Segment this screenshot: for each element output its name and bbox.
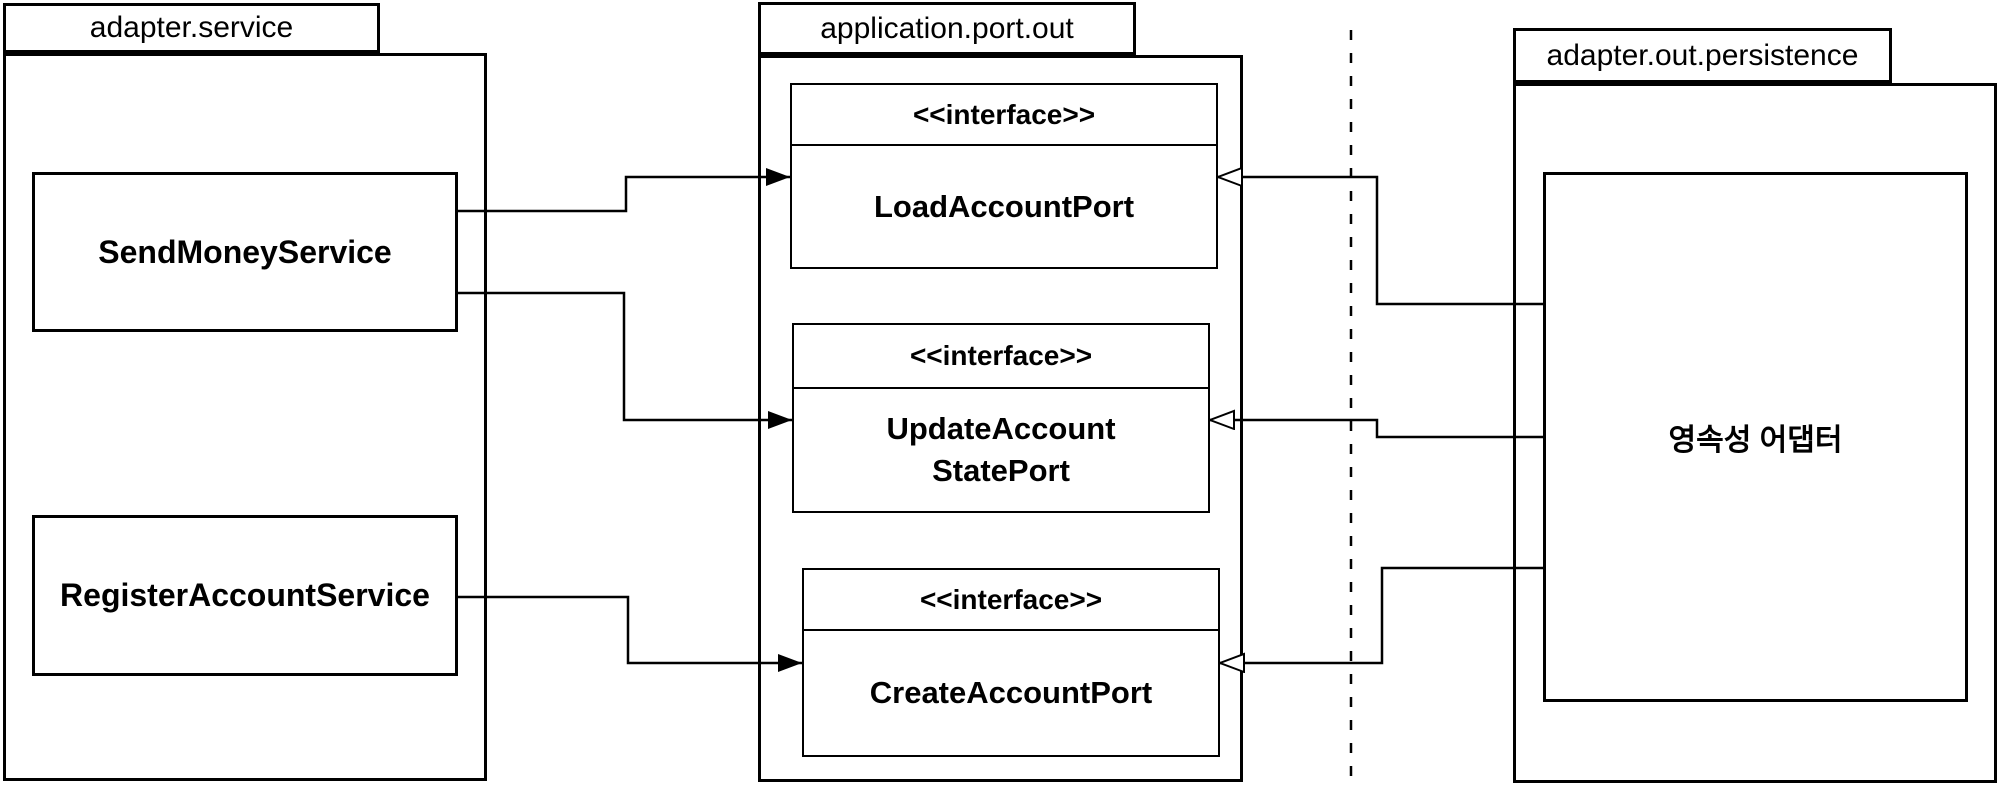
connection-persistenceadapter-to-updateaccountstateport: [1210, 420, 1543, 439]
connection-sendmoney-to-updateaccountstateport: [458, 291, 792, 429]
package-adapter-service-tab: adapter.service: [3, 3, 380, 53]
interface-label-update-account-line1: UpdateAccount: [886, 411, 1116, 447]
package-adapter-out-persistence-label: adapter.out.persistence: [1546, 38, 1859, 72]
interface-label-load-account-port: LoadAccountPort: [873, 188, 1135, 224]
interface-box-update-account-state-port: <<interface>> UpdateAccount StatePort: [792, 323, 1210, 513]
interface-stereotype-load-account-port: <<interface>>: [792, 85, 1216, 146]
class-label-send-money-service: SendMoneyService: [98, 233, 392, 270]
interface-label-create-account-port: CreateAccountPort: [869, 675, 1153, 711]
package-adapter-service-label: adapter.service: [89, 11, 294, 44]
class-box-persistence-adapter: 영속성 어댑터: [1543, 172, 1968, 702]
connection-persistenceadapter-to-loadaccountport: [1218, 177, 1543, 306]
class-label-persistence-adapter: 영속성 어댑터: [1668, 424, 1843, 457]
package-application-port-out-label: application.port.out: [820, 11, 1074, 45]
connection-persistenceadapter-to-createaccountport: [1220, 566, 1543, 663]
interface-box-create-account-port: <<interface>> CreateAccountPort: [802, 568, 1220, 757]
interface-box-load-account-port: <<interface>> LoadAccountPort: [790, 83, 1218, 269]
interface-stereotype-create-account-port: <<interface>>: [804, 570, 1218, 631]
connection-registeraccount-to-createaccountport: [458, 595, 802, 672]
class-label-register-account-service: RegisterAccountService: [60, 577, 430, 613]
interface-stereotype-update-account-state-port: <<interface>>: [794, 325, 1208, 389]
class-box-send-money-service: SendMoneyService: [32, 172, 458, 332]
package-adapter-out-persistence-tab: adapter.out.persistence: [1513, 28, 1892, 83]
connection-sendmoney-to-loadaccountport: [458, 168, 790, 213]
interface-label-update-account-line2: StatePort: [932, 453, 1070, 488]
class-box-register-account-service: RegisterAccountService: [32, 515, 458, 676]
package-application-port-out-tab: application.port.out: [758, 2, 1136, 55]
